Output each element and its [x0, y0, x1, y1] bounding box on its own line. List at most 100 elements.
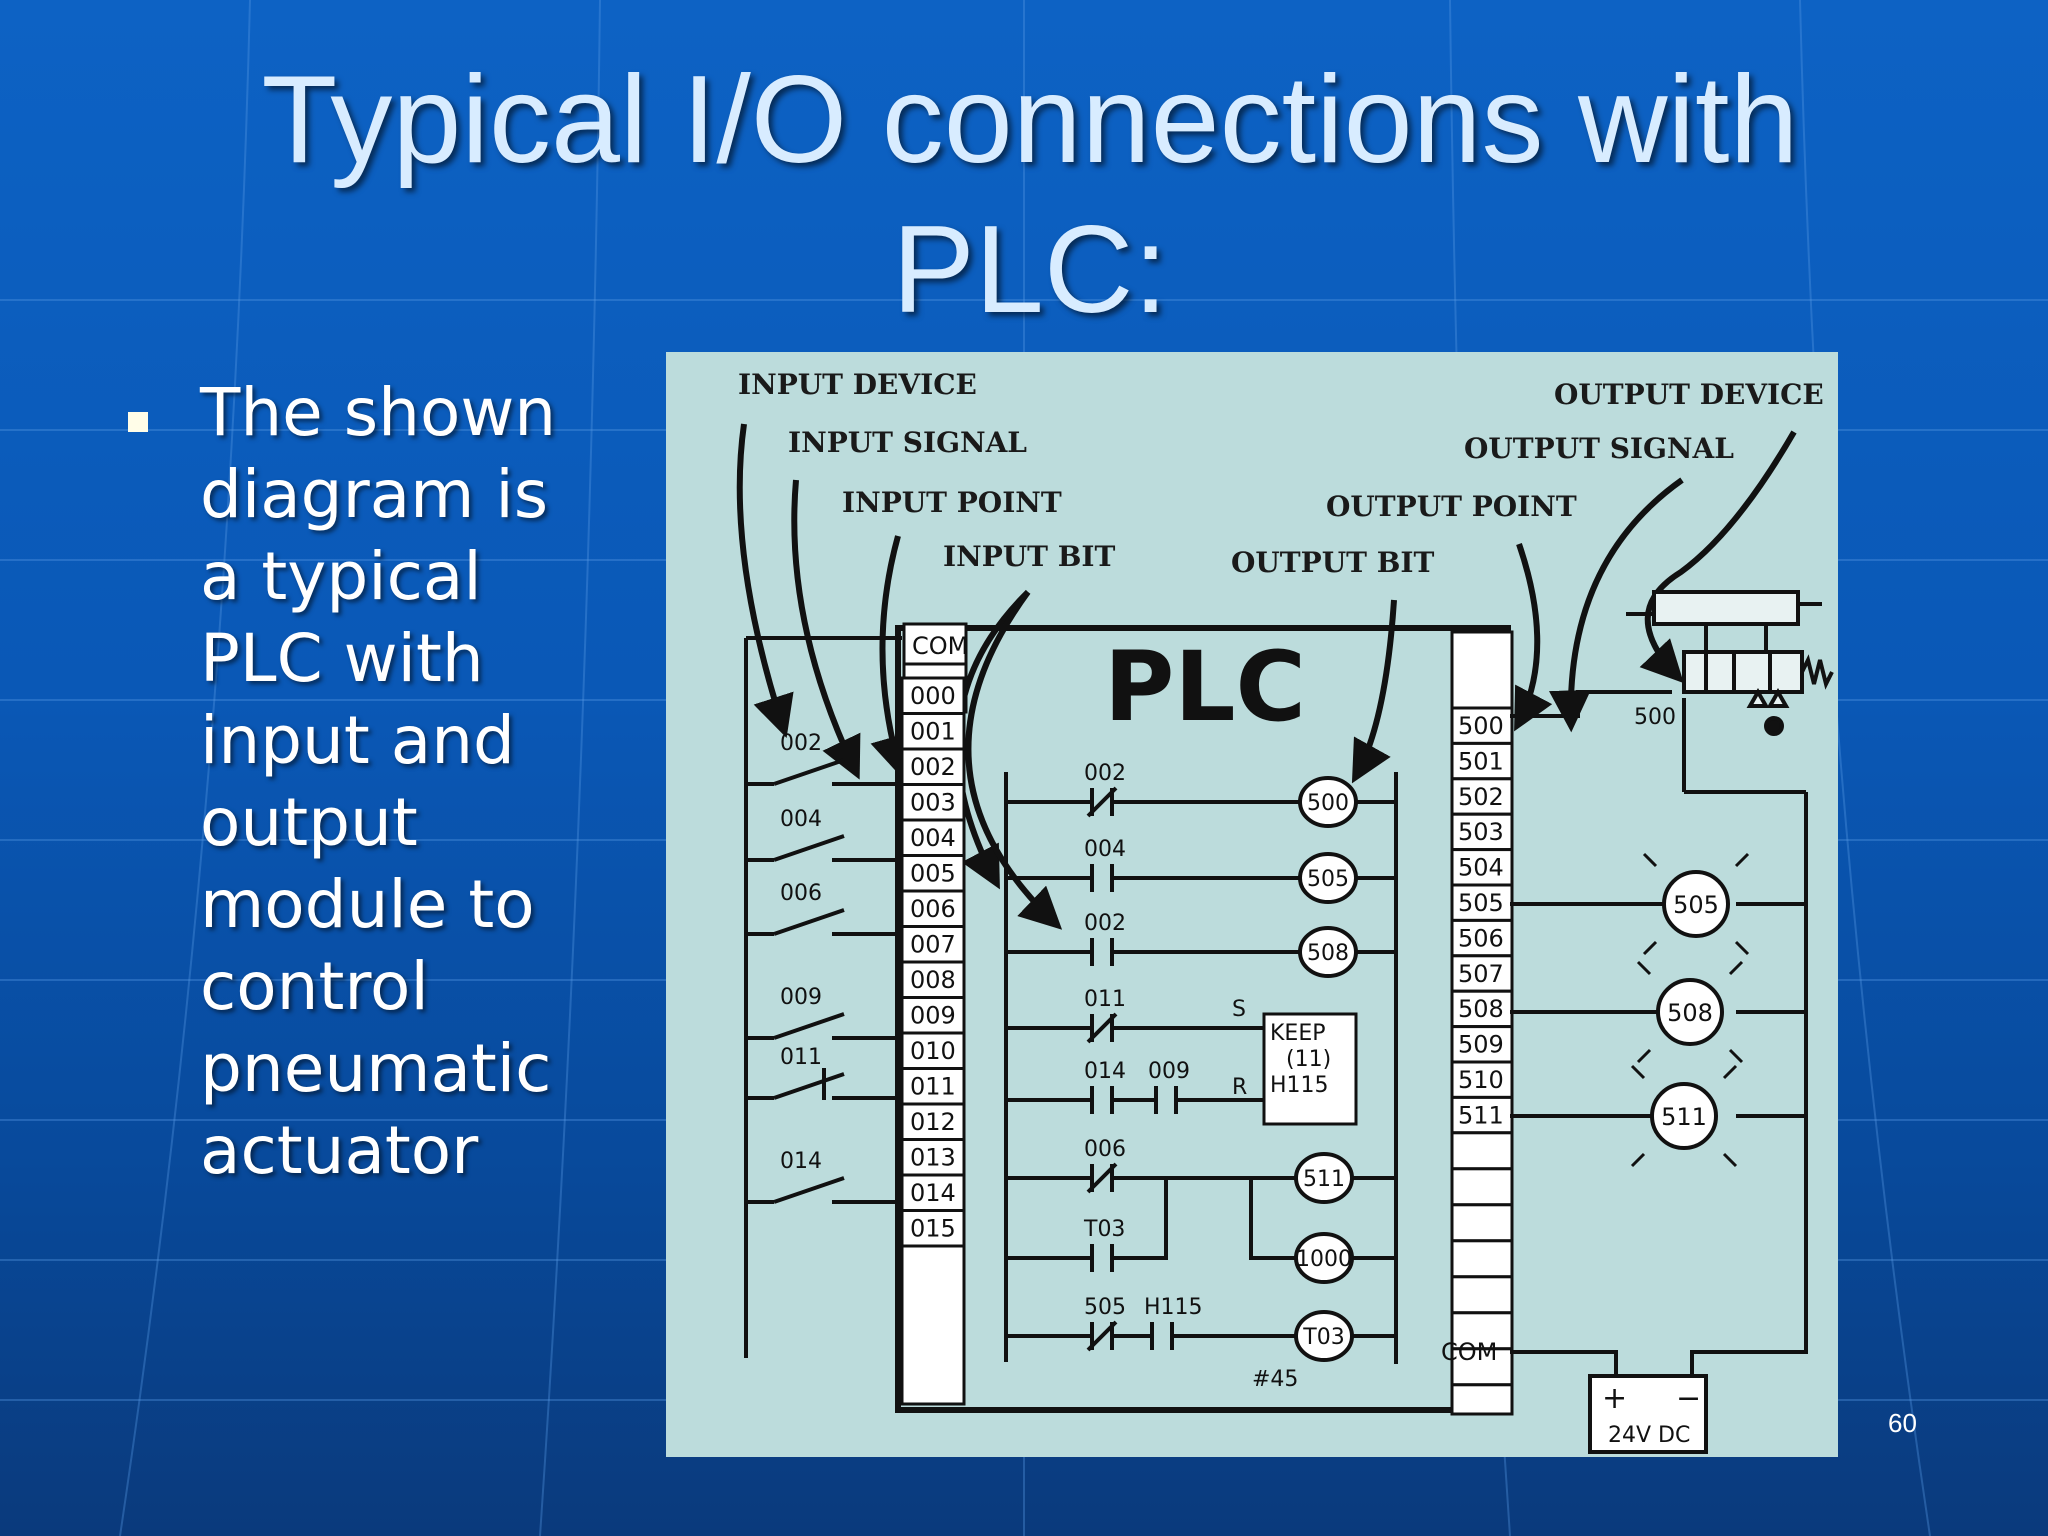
output-point-label: 506	[1458, 924, 1504, 952]
ladder-contact: 011	[1084, 987, 1126, 1044]
input-switch-label: 006	[780, 881, 822, 906]
input-point-label: 002	[910, 753, 956, 781]
output-point-label: 509	[1458, 1031, 1504, 1059]
power-supply: + − 24V DC	[1588, 1374, 1708, 1454]
input-switch: 009	[773, 985, 902, 1040]
input-terminal-cell	[900, 676, 966, 715]
bullet-line: PLC with	[200, 620, 484, 697]
page-number: 60	[1888, 1408, 1917, 1438]
label-output-bit: OUTPUT BIT	[1231, 546, 1434, 579]
ladder-contact: 009	[1148, 1059, 1190, 1114]
output-terminal-spare	[1450, 1239, 1514, 1279]
output-terminal-spare	[1450, 1275, 1514, 1315]
output-terminal-spare	[1450, 1203, 1514, 1243]
ladder-coil-label: T03	[1302, 1325, 1344, 1350]
input-terminal-cell	[900, 960, 966, 999]
output-point-label: 504	[1458, 854, 1504, 882]
input-point-label: 009	[910, 1002, 956, 1030]
output-terminal-cell	[1450, 954, 1514, 993]
slide-title-line-2: PLC:	[892, 201, 1168, 339]
output-terminal-cell	[1450, 706, 1514, 745]
ladder-coil-label: 505	[1307, 867, 1349, 892]
plc-diagram: INPUT DEVICE INPUT SIGNAL INPUT POINT IN…	[666, 352, 1838, 1457]
output-terminal-spare	[1450, 1131, 1514, 1171]
output-lamp-label: 508	[1667, 999, 1713, 1027]
input-switch: 006	[773, 881, 902, 936]
bullet-line: actuator	[200, 1112, 479, 1189]
input-point-label: 005	[910, 860, 956, 888]
ladder-coil-label: 508	[1307, 941, 1349, 966]
output-terminal-spare	[1450, 1383, 1514, 1416]
input-point-label: 004	[910, 824, 956, 852]
output-terminal-cell	[1450, 918, 1514, 958]
input-com-label: COM	[912, 632, 968, 660]
ladder-coil-label: 500	[1307, 791, 1349, 816]
output-terminal-cell	[1450, 777, 1514, 816]
plc-diagram-svg: INPUT DEVICE INPUT SIGNAL INPUT POINT IN…	[736, 368, 1834, 1454]
ladder-contact-label: H115	[1144, 1295, 1203, 1320]
ladder-contact-label: 011	[1084, 987, 1126, 1012]
input-switch: 002	[773, 731, 902, 786]
bullet-line: input and	[200, 702, 515, 779]
input-point-label: 006	[910, 895, 956, 923]
timer-preset: #45	[1252, 1367, 1298, 1392]
ladder-coil-label: 1000	[1296, 1247, 1352, 1272]
slide-title-line-1: Typical I/O connections with	[261, 51, 1799, 189]
input-switch-label: 004	[780, 807, 822, 832]
ladder-coil: 508	[1298, 926, 1396, 978]
input-point-label: 008	[910, 966, 956, 994]
input-point-label: 000	[910, 682, 956, 710]
ladder-contact-label: 002	[1084, 911, 1126, 936]
ladder-contact-label: T03	[1083, 1217, 1125, 1242]
ladder-contact: 014	[1084, 1059, 1126, 1114]
bullet-marker-icon	[128, 412, 148, 432]
bullet-line: The shown	[200, 374, 557, 451]
ladder-coil-label: 511	[1303, 1167, 1345, 1192]
output-point-label: 501	[1458, 747, 1504, 775]
output-terminal-cell	[1450, 812, 1514, 852]
ladder-contact-label: 006	[1084, 1137, 1126, 1162]
ladder-contact-label: 009	[1148, 1059, 1190, 1084]
ladder-contact: 004	[1084, 837, 1126, 892]
ladder-coil: 511	[1294, 1152, 1396, 1204]
input-terminal-cell	[900, 1102, 966, 1141]
keep-relay: KEEP (11) H115 S R	[1232, 997, 1358, 1126]
ladder-coil: T03	[1294, 1310, 1396, 1362]
output-point-label: 510	[1458, 1066, 1504, 1094]
input-wiring	[744, 636, 902, 1358]
output-lamp: 511	[1630, 1064, 1738, 1168]
ladder-contact: T03	[1083, 1217, 1125, 1272]
ladder-contact-label: 014	[1084, 1059, 1126, 1084]
keep-address: H115	[1270, 1073, 1329, 1098]
input-switch-label: 014	[780, 1149, 822, 1174]
input-point-label: 003	[910, 789, 956, 817]
input-point-label: 013	[910, 1144, 956, 1172]
ladder-contact: H115	[1144, 1295, 1203, 1350]
output-point-label: 508	[1458, 995, 1504, 1023]
bullet-line: pneumatic	[200, 1030, 552, 1107]
keep-set-label: S	[1232, 997, 1246, 1022]
bullet-line: control	[200, 948, 429, 1025]
input-point-label: 001	[910, 718, 956, 746]
input-terminal-cell	[900, 783, 966, 822]
input-terminal-cell	[900, 1173, 966, 1212]
input-terminal-cell	[900, 818, 966, 857]
ladder-coil: 505	[1298, 852, 1396, 904]
ladder-contact: 505	[1084, 1295, 1126, 1352]
label-input-device: INPUT DEVICE	[738, 368, 977, 401]
input-switch-label: 002	[780, 731, 822, 756]
input-point-label: 014	[910, 1179, 956, 1207]
ladder-contact-label: 002	[1084, 761, 1126, 786]
label-output-point: OUTPUT POINT	[1326, 490, 1577, 523]
input-switch: 004	[773, 807, 902, 862]
input-terminal-spare	[900, 1244, 966, 1406]
valve-label: 500	[1634, 705, 1676, 730]
bullet-line: output	[200, 784, 418, 861]
input-terminal-cell	[900, 712, 966, 751]
output-terminal-spare	[1450, 1167, 1514, 1207]
input-point-label: 007	[910, 931, 956, 959]
output-point-label: 507	[1458, 960, 1504, 988]
output-terminal-spare	[1450, 1311, 1514, 1351]
output-point-label: 505	[1458, 889, 1504, 917]
